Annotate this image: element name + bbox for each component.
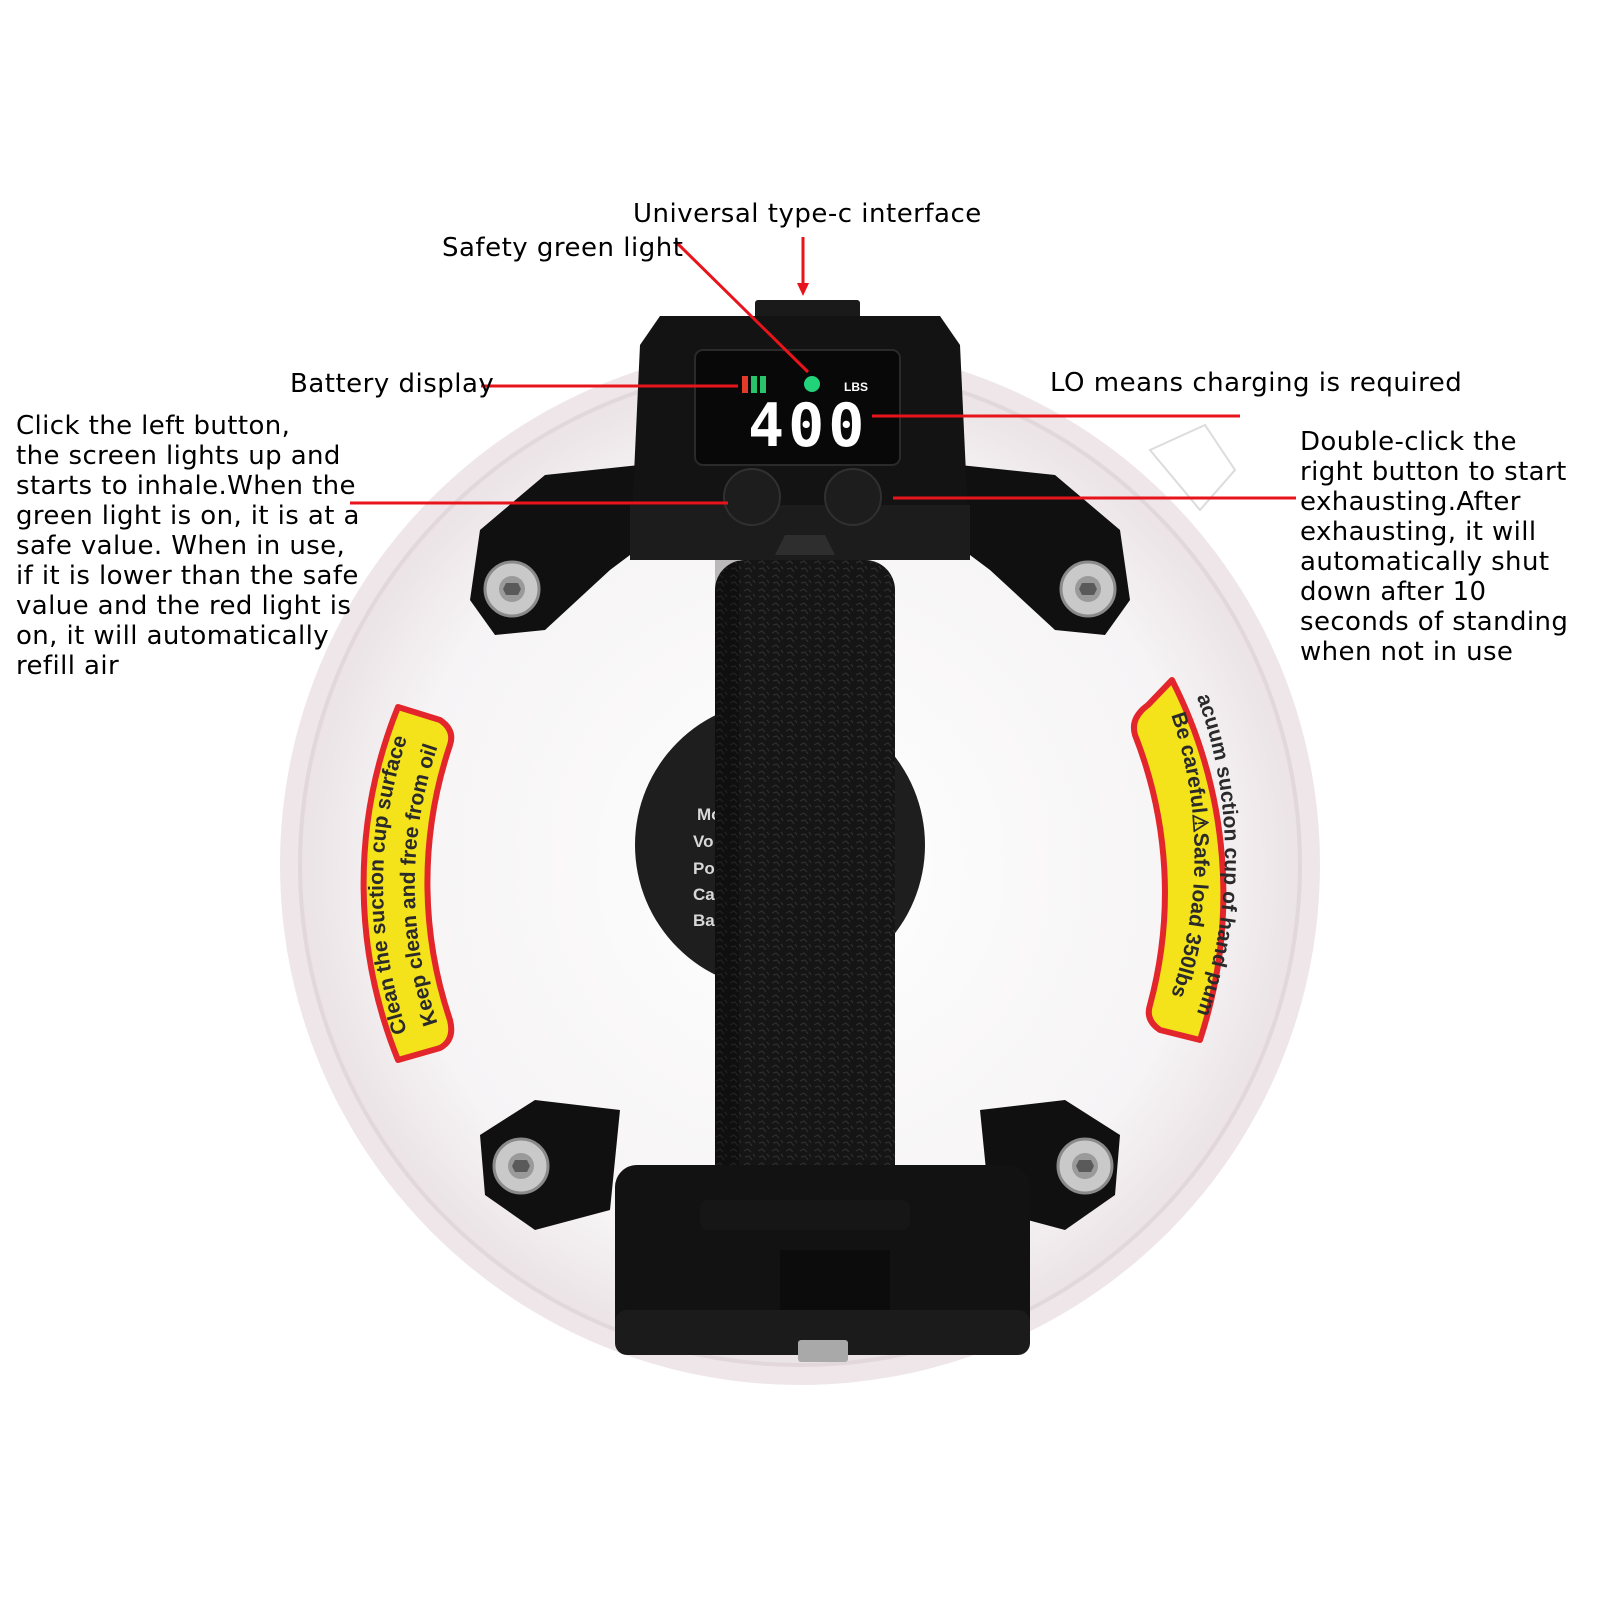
safety-green-led: [804, 376, 820, 392]
grip-handle: [715, 560, 895, 1210]
right-button-text-line: down after 10: [1300, 577, 1487, 607]
annotation-lines: [350, 237, 1296, 505]
display-unit: LBS: [844, 380, 868, 394]
left-button-text-line: value and the red light is: [16, 591, 352, 621]
screw-icon: [1059, 560, 1117, 618]
left-button-text-line: Click the left button,: [16, 411, 291, 441]
spec-line-4: Ca: [693, 885, 715, 904]
left-button-text-line: starts to inhale.When the: [16, 471, 356, 501]
right-button-text-line: when not in use: [1300, 637, 1514, 667]
screw-icon: [483, 560, 541, 618]
callout-battery: Battery display: [290, 369, 495, 399]
valve-nub: [1148, 423, 1237, 512]
spec-line-3: Po: [693, 859, 715, 878]
spec-line-2: Vo: [693, 832, 713, 851]
spec-line-5: Ba: [693, 911, 715, 930]
mount-brackets: [470, 465, 1130, 1230]
display-reading: 400: [748, 391, 868, 461]
battery-bar-green: [751, 376, 757, 393]
left-button-text-line: safe value. When in use,: [16, 531, 346, 561]
battery-bar-red: [742, 376, 748, 393]
right-button-text-line: seconds of standing: [1300, 607, 1569, 637]
right-button-text-line: exhausting, it will: [1300, 517, 1537, 547]
right-button-text-line: exhausting.After: [1300, 487, 1521, 517]
left-button-text-line: the screen lights up and: [16, 441, 341, 471]
left-button-text-line: if it is lower than the safe: [16, 561, 359, 591]
right-button-text-line: right button to start: [1300, 457, 1567, 487]
right-button-text-line: automatically shut: [1300, 547, 1550, 577]
callout-lo-charging: LO means charging is required: [1050, 368, 1463, 398]
callout-type-c: Universal type-c interface: [633, 199, 982, 229]
left-button-text-line: green light is on, it is at a: [16, 501, 360, 531]
base-block: [615, 1165, 1030, 1362]
screw-icon: [492, 1137, 550, 1195]
right-button[interactable]: [824, 468, 882, 526]
screw-icon: [1056, 1137, 1114, 1195]
callout-left-button: Click the left button, the screen lights…: [16, 411, 360, 681]
battery-bar-green: [760, 376, 766, 393]
left-button-text-line: on, it will automatically: [16, 621, 330, 651]
pump-head: LBS 400: [630, 300, 970, 560]
thumb-screw: [798, 1340, 848, 1362]
callout-right-button: Double-click the right button to start e…: [1300, 427, 1568, 667]
callout-green-light: Safety green light: [442, 233, 684, 263]
right-button-text-line: Double-click the: [1300, 427, 1517, 457]
left-button[interactable]: [723, 468, 781, 526]
left-button-text-line: refill air: [16, 651, 120, 681]
